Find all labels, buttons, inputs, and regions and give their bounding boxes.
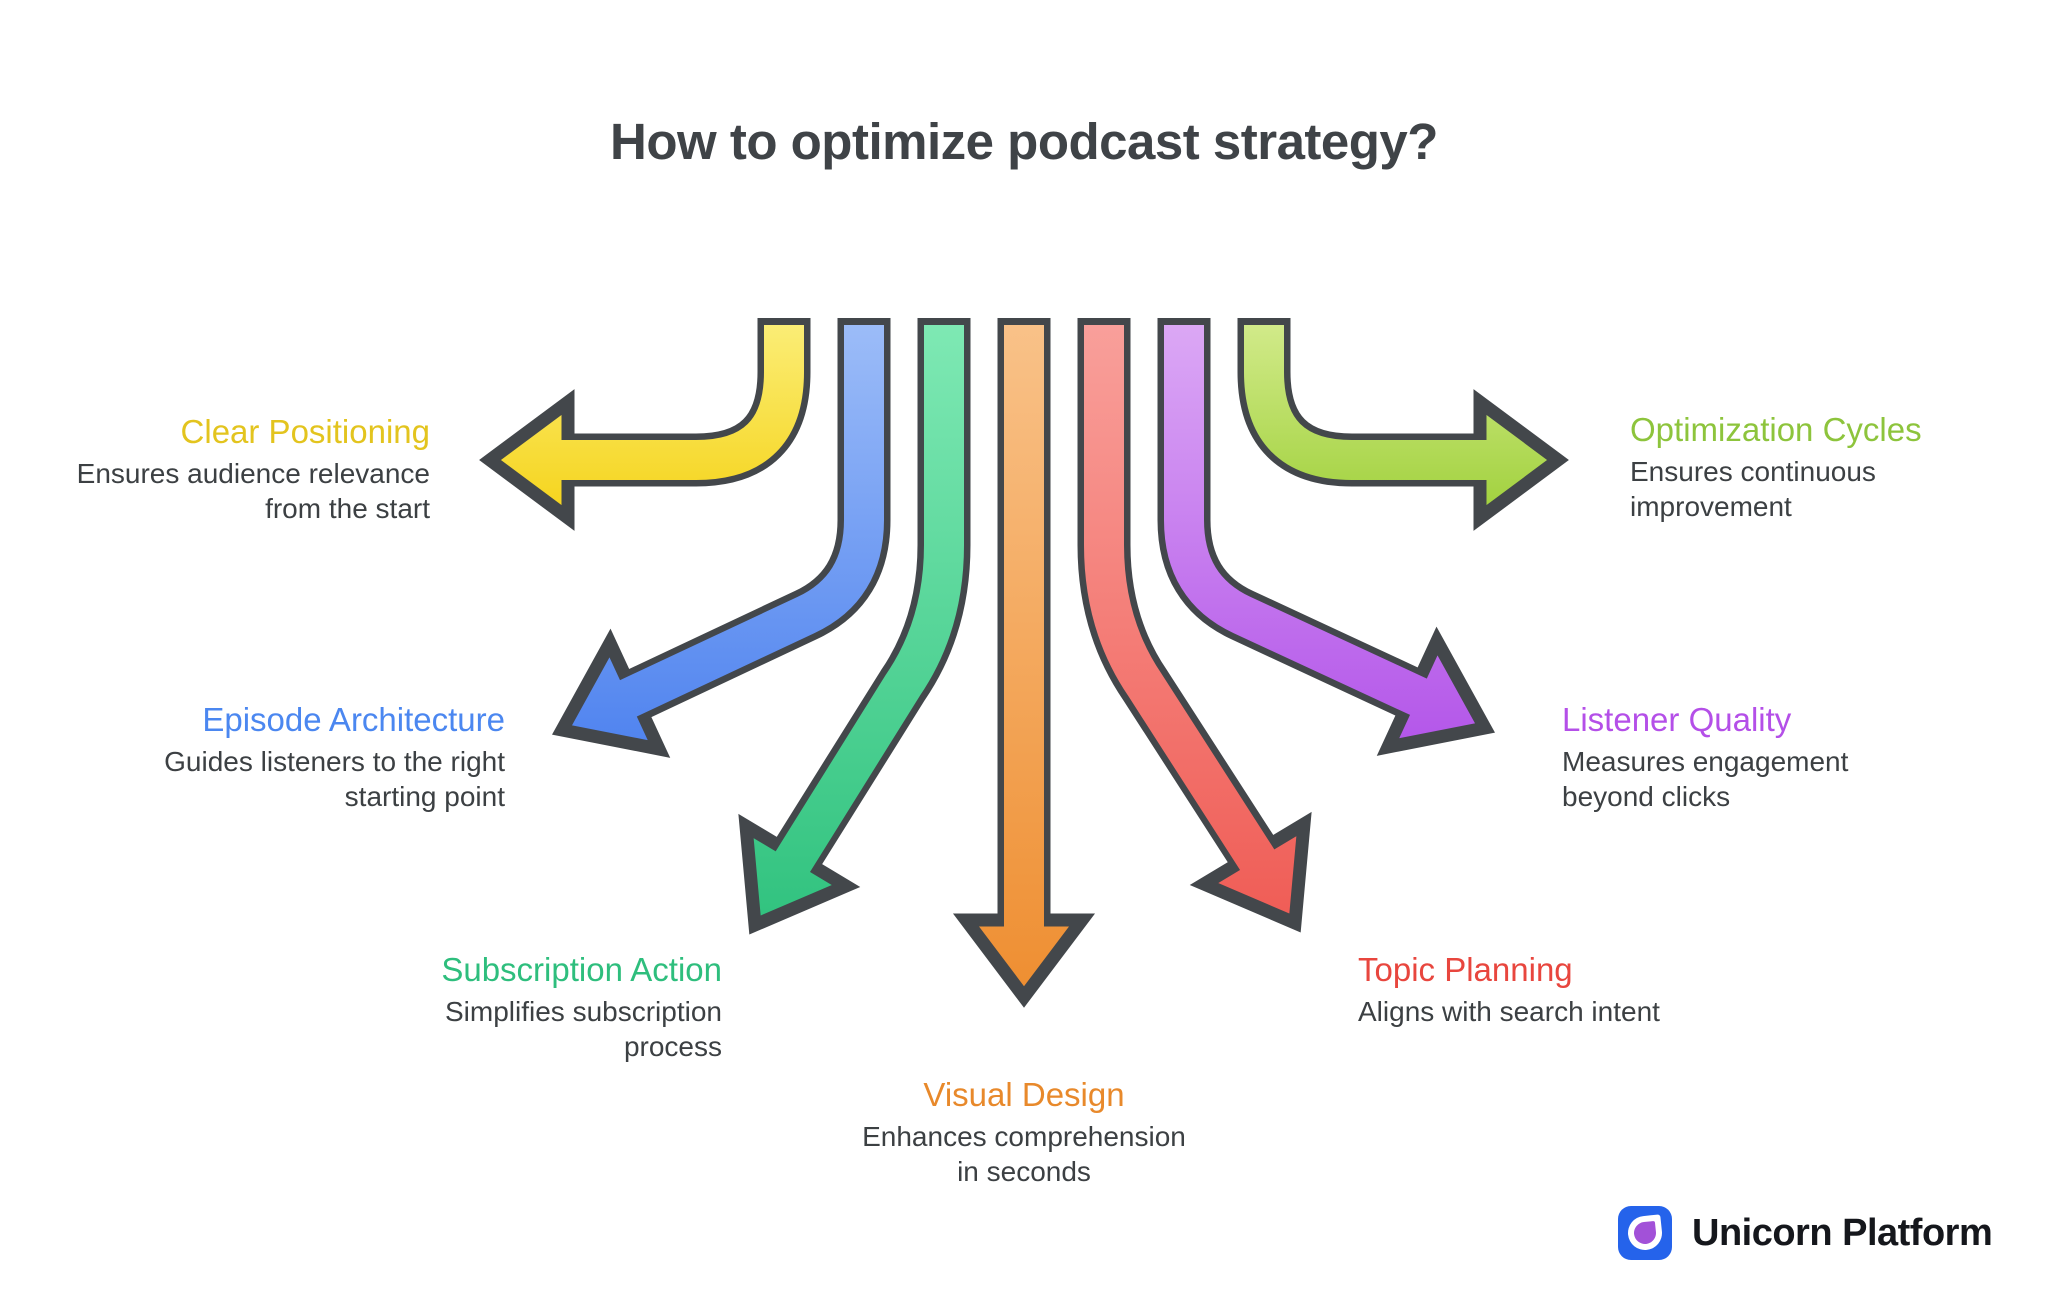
arrow-shaft-fill [618, 325, 884, 718]
arrowhead-down-icon [952, 913, 1096, 1008]
arrow-visual-design [952, 318, 1096, 1008]
label-description: Ensures continuous improvement [1630, 456, 1876, 522]
label-description: Enhances comprehension in seconds [862, 1121, 1186, 1187]
brand-name: Unicorn Platform [1692, 1211, 1993, 1254]
label-title: Episode Architecture [202, 701, 505, 738]
label-description: Guides listeners to the right starting p… [164, 746, 505, 812]
label-topic-planning: Topic Planning Aligns with search intent [1358, 950, 1738, 1029]
arrow-topic-planning [1077, 318, 1312, 933]
label-title: Listener Quality [1562, 701, 1792, 738]
label-title: Subscription Action [441, 951, 722, 988]
arrow-clear-positioning [479, 318, 811, 531]
unicorn-petal-icon [1618, 1206, 1672, 1260]
arrow-shaft-fill [775, 325, 964, 874]
arrowhead-left-icon [479, 389, 575, 531]
label-description: Ensures audience relevance from the star… [76, 458, 430, 524]
label-title: Clear Positioning [180, 413, 430, 450]
arrow-shaft-fill [1084, 325, 1275, 872]
label-title: Topic Planning [1358, 951, 1573, 988]
label-description: Aligns with search intent [1358, 996, 1660, 1027]
label-episode-architecture: Episode Architecture Guides listeners to… [85, 700, 505, 814]
arrow-episode-architecture [552, 318, 891, 758]
arrow-shaft-fill [1164, 325, 1428, 716]
brand-footer: Unicorn Platform [1618, 1206, 1993, 1260]
label-clear-positioning: Clear Positioning Ensures audience relev… [30, 412, 430, 526]
arrowhead-right-icon [1473, 389, 1569, 531]
label-description: Simplifies subscription process [445, 996, 722, 1062]
page-title: How to optimize podcast strategy? [610, 113, 1438, 170]
arrow-subscription-action [738, 318, 971, 935]
label-optimization-cycles: Optimization Cycles Ensures continuous i… [1630, 410, 2010, 524]
arrow-shaft-fill [1244, 325, 1490, 480]
label-listener-quality: Listener Quality Measures engagement bey… [1562, 700, 1942, 814]
arrow-listener-quality [1157, 318, 1495, 756]
label-subscription-action: Subscription Action Simplifies subscript… [362, 950, 722, 1064]
label-title: Optimization Cycles [1630, 411, 1922, 448]
arrow-optimization-cycles [1237, 318, 1569, 531]
label-visual-design: Visual Design Enhances comprehension in … [774, 1075, 1274, 1189]
label-title: Visual Design [923, 1076, 1125, 1113]
label-description: Measures engagement beyond clicks [1562, 746, 1849, 812]
arrow-shaft-fill [558, 325, 804, 480]
